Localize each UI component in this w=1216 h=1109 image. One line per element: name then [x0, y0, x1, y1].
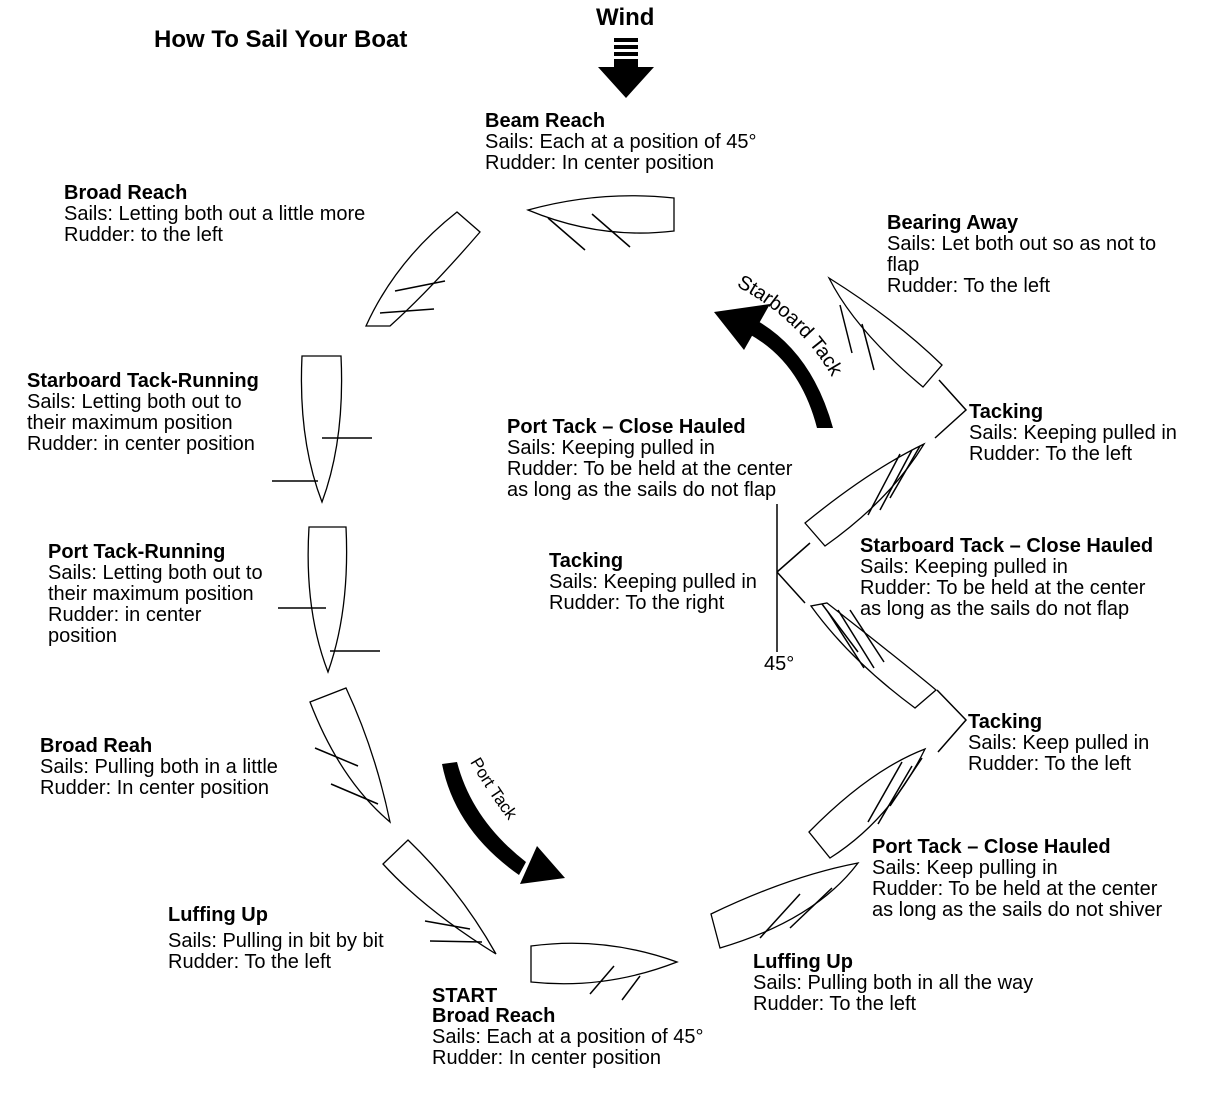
- annotation-line: as long as the sails do not flap: [507, 479, 777, 501]
- annotation-line: as long as the sails do not shiver: [872, 899, 1163, 921]
- wind-label: Wind: [596, 4, 655, 31]
- annotation-line: Rudder: To the left: [887, 275, 1051, 297]
- annotation-line: Rudder: in center: [48, 604, 202, 626]
- annotation-line: Rudder: In center position: [485, 152, 715, 174]
- boat-luffing-up-left: [382, 839, 497, 955]
- annotation-heading: Luffing Up: [753, 951, 853, 973]
- annotation-heading: Tacking: [968, 711, 1043, 733]
- annotation-line: Sails: Pulling both in a little: [40, 756, 278, 778]
- annotation-line: their maximum position: [27, 412, 233, 434]
- annotation-tacking-top: Tacking Sails: Keeping pulled in Rudder:…: [969, 402, 1177, 465]
- annotation-line: Sails: Keep pulled in: [968, 732, 1150, 754]
- annotation-line: Sails: Each at a position of 45°: [485, 131, 757, 153]
- annotation-line: Rudder: in center position: [27, 433, 255, 455]
- annotation-starboard-running: Starboard Tack-Running Sails: Letting bo…: [27, 371, 259, 455]
- annotation-line: as long as the sails do not flap: [860, 598, 1130, 620]
- annotation-heading: Broad Reah: [40, 735, 153, 757]
- annotation-beam-reach: Beam Reach Sails: Each at a position of …: [485, 111, 757, 174]
- annotation-line: Rudder: To be held at the center: [507, 458, 793, 480]
- boat-broad-reah: [309, 687, 392, 824]
- boat-port-close-hauled-center: [804, 442, 926, 547]
- annotation-heading: Starboard Tack – Close Hauled: [860, 535, 1154, 557]
- annotation-luffing-up-right: Luffing Up Sails: Pulling both in all th…: [753, 952, 1033, 1015]
- annotation-start: START Broad Reach Sails: Each at a posit…: [432, 985, 704, 1069]
- start-heading: START: [432, 985, 498, 1007]
- annotation-tacking-bottom: Tacking Sails: Keep pulled in Rudder: To…: [968, 712, 1149, 775]
- boat-beam-reach: [526, 195, 675, 251]
- annotation-line: Rudder: to the left: [64, 224, 223, 246]
- annotation-line: flap: [887, 254, 920, 276]
- boat-port-close-hauled-bottom: [808, 747, 927, 859]
- annotation-line: Sails: Keep pulling in: [872, 857, 1058, 879]
- boat-starboard-running: [272, 355, 372, 504]
- annotation-heading: Port Tack – Close Hauled: [507, 416, 746, 438]
- annotation-heading: Luffing Up: [168, 904, 268, 926]
- annotation-heading: Broad Reach: [432, 1005, 556, 1027]
- annotation-heading: Starboard Tack-Running: [27, 370, 259, 392]
- annotation-line: Sails: Keeping pulled in: [969, 422, 1177, 444]
- tacking-connector-bottom: [936, 689, 968, 753]
- annotation-line: Rudder: To the right: [549, 592, 725, 614]
- annotation-line: Rudder: To the left: [968, 753, 1132, 775]
- boat-bearing-away: [827, 276, 943, 388]
- annotation-broad-reah: Broad Reah Sails: Pulling both in a litt…: [40, 736, 278, 799]
- annotation-heading: Port Tack – Close Hauled: [872, 836, 1111, 858]
- annotation-line: position: [48, 625, 117, 647]
- annotation-line: Rudder: To be held at the center: [872, 878, 1158, 900]
- annotation-heading: Port Tack-Running: [48, 541, 226, 563]
- annotation-bearing-away: Bearing Away Sails: Let both out so as n…: [887, 213, 1156, 297]
- annotation-port-close-hauled-center: Port Tack – Close Hauled Sails: Keeping …: [507, 417, 792, 501]
- boat-starboard-close-hauled: [809, 602, 938, 709]
- boat-broad-reach-top: [364, 211, 481, 327]
- annotation-line: Sails: Letting both out to: [48, 562, 263, 584]
- boat-port-running: [278, 526, 380, 674]
- annotation-line: Sails: Pulling in bit by bit: [168, 930, 384, 952]
- annotation-heading: Broad Reach: [64, 182, 188, 204]
- annotation-luffing-up-left: Luffing Up Sails: Pulling in bit by bit …: [168, 905, 384, 973]
- annotation-heading: Tacking: [969, 401, 1044, 423]
- annotation-line: Sails: Keeping pulled in: [860, 556, 1068, 578]
- annotation-line: Rudder: To be held at the center: [860, 577, 1146, 599]
- annotation-heading: Bearing Away: [887, 212, 1019, 234]
- annotation-line: Sails: Let both out so as not to: [887, 233, 1157, 255]
- wind-arrow-icon: [598, 38, 654, 98]
- starboard-tack-arrow-icon: Starboard Tack: [714, 271, 847, 428]
- angle-construction: [776, 504, 811, 652]
- annotation-line: Sails: Pulling both in all the way: [753, 972, 1034, 994]
- annotation-line: Sails: Letting both out a little more: [64, 203, 366, 225]
- annotation-tacking-center: Tacking Sails: Keeping pulled in Rudder:…: [549, 551, 757, 614]
- page-title: How To Sail Your Boat: [154, 26, 408, 53]
- annotation-line: Rudder: In center position: [432, 1047, 662, 1069]
- annotation-port-running: Port Tack-Running Sails: Letting both ou…: [48, 542, 263, 647]
- port-tack-arrow-icon: Port Tack: [442, 754, 565, 884]
- boat-luffing-up-right: [710, 862, 860, 949]
- annotation-heading: Beam Reach: [485, 110, 606, 132]
- tacking-connector-top: [934, 379, 968, 439]
- annotation-line: Sails: Keeping pulled in: [549, 571, 757, 593]
- annotation-line: Sails: Letting both out to: [27, 391, 242, 413]
- annotation-port-close-hauled-bottom: Port Tack – Close Hauled Sails: Keep pul…: [872, 837, 1162, 921]
- annotation-line: Sails: Each at a position of 45°: [432, 1026, 704, 1048]
- annotation-line: Rudder: To the left: [969, 443, 1133, 465]
- annotation-line: Rudder: To the left: [168, 951, 332, 973]
- annotation-line: Rudder: To the left: [753, 993, 917, 1015]
- annotation-starboard-close-hauled: Starboard Tack – Close Hauled Sails: Kee…: [860, 536, 1153, 620]
- angle-label: 45°: [764, 653, 795, 675]
- annotation-broad-reach-top: Broad Reach Sails: Letting both out a li…: [64, 183, 365, 246]
- annotation-line: Sails: Keeping pulled in: [507, 437, 715, 459]
- boat-start: [530, 942, 679, 1001]
- annotation-heading: Tacking: [549, 550, 624, 572]
- annotation-line: their maximum position: [48, 583, 254, 605]
- annotation-line: Rudder: In center position: [40, 777, 270, 799]
